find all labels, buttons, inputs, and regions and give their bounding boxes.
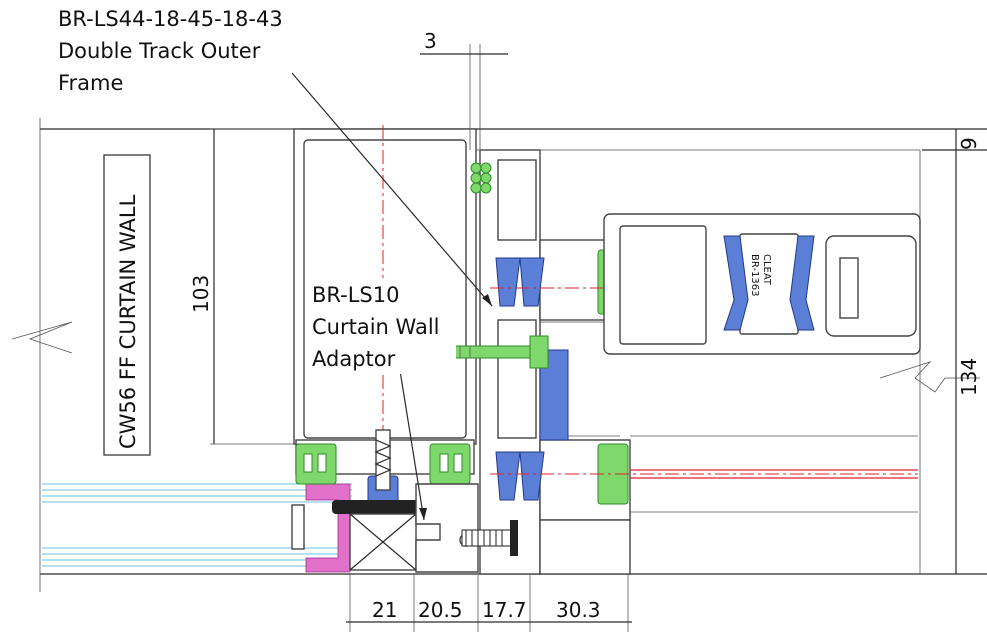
outer-frame-line2: Double Track Outer [58, 39, 261, 63]
dim-gap: 3 [420, 29, 508, 150]
dim-d4: 30.3 [556, 598, 601, 622]
svg-text:CLEAT: CLEAT [761, 254, 772, 286]
sliding-sash [603, 213, 921, 355]
curtain-wall-label: CW56 FF CURTAIN WALL [116, 194, 140, 449]
outer-frame [470, 149, 631, 575]
dim-top-offset: 9 [922, 137, 987, 151]
curtain-wall-label-box: CW56 FF CURTAIN WALL [103, 154, 151, 456]
dim-total-height: 134 [955, 129, 981, 574]
pink-seal [305, 483, 351, 573]
svg-text:BR-1363: BR-1363 [749, 254, 760, 296]
dim-d3: 17.7 [482, 598, 527, 622]
cleat-label: CLEAT BR-1363 [749, 254, 772, 296]
break-symbol-right [879, 361, 980, 393]
svg-text:134: 134 [957, 358, 981, 396]
dim-d2: 20.5 [418, 598, 463, 622]
dim-d1: 21 [372, 598, 397, 622]
outer-frame-code: BR-LS44-18-45-18-43 [58, 7, 283, 31]
glass-panes [42, 483, 352, 567]
callout-outer-frame: BR-LS44-18-45-18-43 Double Track Outer F… [58, 7, 283, 95]
pressure-plate [332, 429, 432, 571]
adaptor-code: BR-LS10 [312, 283, 399, 307]
leader-lines [291, 72, 493, 521]
adaptor-profile [415, 483, 479, 573]
break-symbol-left [11, 321, 73, 354]
svg-text:9: 9 [957, 137, 981, 150]
self-tap-screw [461, 520, 518, 556]
adaptor-line3: Adaptor [312, 347, 396, 371]
adaptor-line2: Curtain Wall [312, 315, 440, 339]
dim-bottom-chain: 21 20.5 17.7 30.3 [346, 574, 632, 632]
dim-frame-height: 103 [189, 128, 300, 445]
svg-text:3: 3 [424, 29, 437, 53]
outer-frame-line3: Frame [58, 71, 123, 95]
mullion-gaskets [295, 443, 471, 485]
foam-cord [470, 162, 492, 194]
svg-text:103: 103 [189, 275, 213, 313]
callout-adaptor: BR-LS10 Curtain Wall Adaptor [306, 278, 456, 374]
